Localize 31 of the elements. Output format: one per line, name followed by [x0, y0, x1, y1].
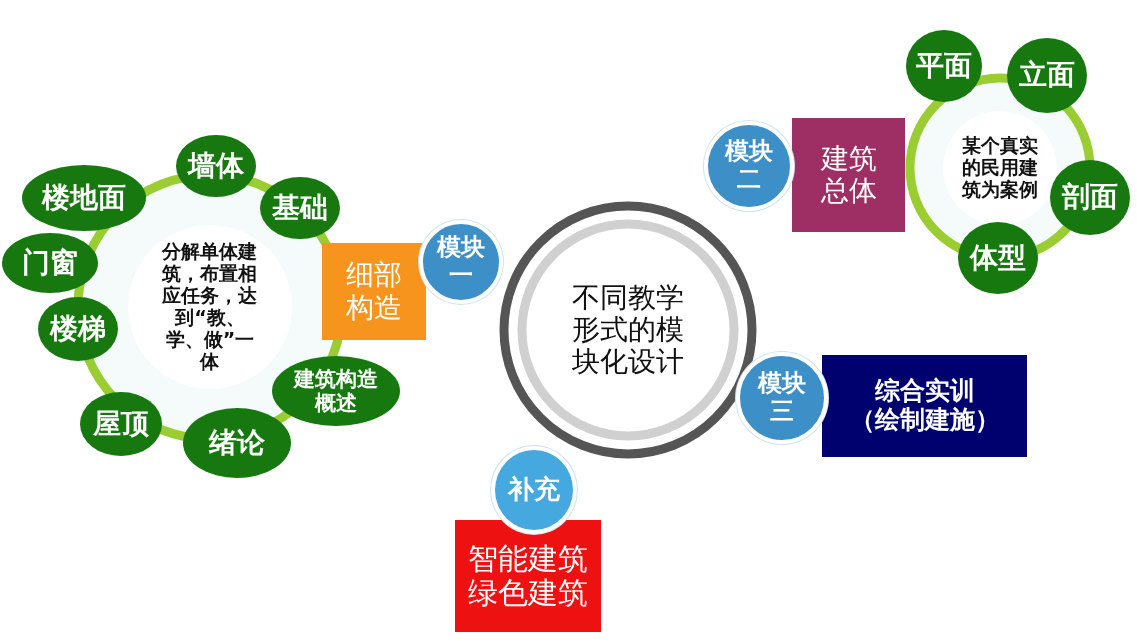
topic-label: 立面 — [1018, 59, 1076, 92]
topic-label: 屋顶 — [92, 407, 150, 441]
banner-label: 建筑总体 — [819, 142, 878, 208]
topic-label: 楼地面 — [40, 181, 127, 215]
topic-label: 绪论 — [207, 426, 266, 460]
module-label: 模块三 — [756, 370, 807, 426]
topic-banner — [822, 355, 1027, 457]
banner-label: 智能建筑绿色建筑 — [467, 541, 589, 611]
banner-label: 综合实训（绘制建施） — [848, 377, 1001, 435]
topic-label: 剖面 — [1060, 181, 1119, 214]
topic-label: 墙体 — [186, 149, 245, 183]
banner-label: 细部构造 — [345, 259, 403, 324]
ring-label: 某个真实的民用建筑为案例 — [961, 135, 1039, 201]
topic-label: 体型 — [968, 241, 1027, 275]
topic-label: 基础 — [271, 191, 329, 225]
hub-ring — [498, 200, 758, 460]
module-label: 模块一 — [435, 234, 486, 290]
topic-banner — [455, 520, 601, 632]
module-label: 补充 — [506, 475, 561, 505]
topic-ellipse — [176, 135, 256, 197]
topic-label: 建筑构造概述 — [292, 366, 379, 416]
ring-label: 不同教学形式的模块化设计 — [571, 281, 685, 379]
topic-ellipse — [2, 233, 98, 293]
topic-banner — [792, 118, 905, 232]
topic-label: 门窗 — [21, 246, 79, 280]
module-label: 模块二 — [723, 138, 774, 194]
topic-label: 楼梯 — [48, 312, 107, 346]
topic-banner — [322, 243, 426, 340]
topic-label: 平面 — [915, 49, 973, 83]
topic-ellipse — [260, 177, 340, 239]
ring-label: 分解单体建筑，布置相应任务，达到“教、学、做”一体 — [161, 241, 259, 373]
